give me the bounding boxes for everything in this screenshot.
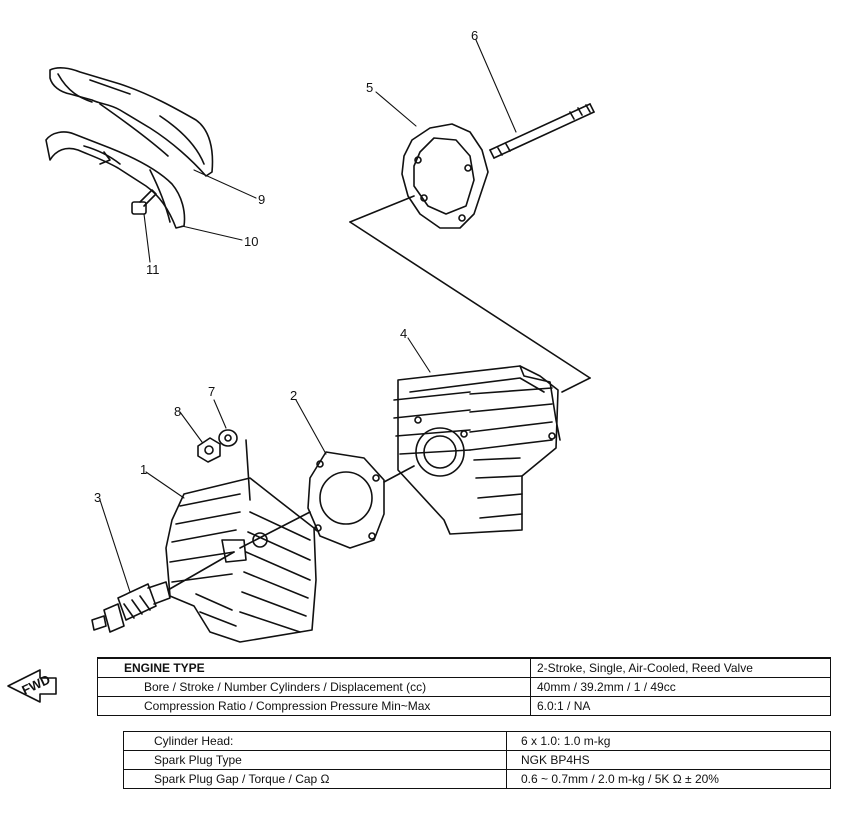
cylinder-head-value: 6 x 1.0: 1.0 m-kg <box>506 731 831 751</box>
callout-3: 3 <box>94 490 101 505</box>
nut <box>197 437 221 463</box>
callout-9: 9 <box>258 192 265 207</box>
callout-2: 2 <box>290 388 297 403</box>
table-row: Bore / Stroke / Number Cylinders / Displ… <box>97 677 831 697</box>
bore-stroke-label: Bore / Stroke / Number Cylinders / Displ… <box>97 677 531 697</box>
callout-7: 7 <box>208 384 215 399</box>
assembly-line-c <box>561 377 591 393</box>
spark-plug-type-label: Spark Plug Type <box>123 750 507 770</box>
assembly-line-f <box>167 551 235 591</box>
engine-type-value: 2-Stroke, Single, Air-Cooled, Reed Valve <box>530 657 831 678</box>
cylinder-head-label: Cylinder Head: <box>123 731 507 751</box>
table-row: Cylinder Head: 6 x 1.0: 1.0 m-kg <box>123 731 831 751</box>
bore-stroke-value: 40mm / 39.2mm / 1 / 49cc <box>530 677 831 697</box>
engine-type-label: ENGINE TYPE <box>97 657 531 678</box>
callout-1: 1 <box>140 462 147 477</box>
cylinder-head <box>165 439 317 643</box>
callout-5: 5 <box>366 80 373 95</box>
callout-11: 11 <box>146 262 160 277</box>
assembly-line-b <box>349 221 591 379</box>
inner-shroud <box>45 131 186 229</box>
shroud-bolt <box>131 189 157 215</box>
intake-gasket <box>401 123 489 229</box>
spark-plug-gap-value: 0.6 ~ 0.7mm / 2.0 m-kg / 5K Ω ± 20% <box>506 769 831 789</box>
callout-6: 6 <box>471 28 478 43</box>
compression-label: Compression Ratio / Compression Pressure… <box>97 696 531 716</box>
outer-shroud-cover <box>49 67 214 177</box>
assembly-line-a <box>349 195 415 223</box>
torque-spec-table: Cylinder Head: 6 x 1.0: 1.0 m-kg Spark P… <box>123 731 831 789</box>
engine-spec-table: ENGINE TYPE 2-Stroke, Single, Air-Cooled… <box>97 657 831 716</box>
cylinder <box>393 365 561 535</box>
callout-8: 8 <box>174 404 181 419</box>
table-row: ENGINE TYPE 2-Stroke, Single, Air-Cooled… <box>97 657 831 678</box>
assembly-line-e <box>383 465 415 483</box>
table-row: Compression Ratio / Compression Pressure… <box>97 696 831 716</box>
assembly-line-d <box>239 511 311 549</box>
table-row: Spark Plug Gap / Torque / Cap Ω 0.6 ~ 0.… <box>123 769 831 789</box>
spark-plug-type-value: NGK BP4HS <box>506 750 831 770</box>
head-gasket <box>307 451 385 549</box>
spark-plug-gap-label: Spark Plug Gap / Torque / Cap Ω <box>123 769 507 789</box>
fwd-arrow-icon: FWD <box>7 669 57 703</box>
callout-4: 4 <box>400 326 407 341</box>
stud-bolt <box>489 103 595 159</box>
spark-plug <box>91 581 171 633</box>
washer <box>218 429 238 447</box>
leader-lines <box>99 39 517 593</box>
table-row: Spark Plug Type NGK BP4HS <box>123 750 831 770</box>
compression-value: 6.0:1 / NA <box>530 696 831 716</box>
callout-10: 10 <box>244 234 258 249</box>
